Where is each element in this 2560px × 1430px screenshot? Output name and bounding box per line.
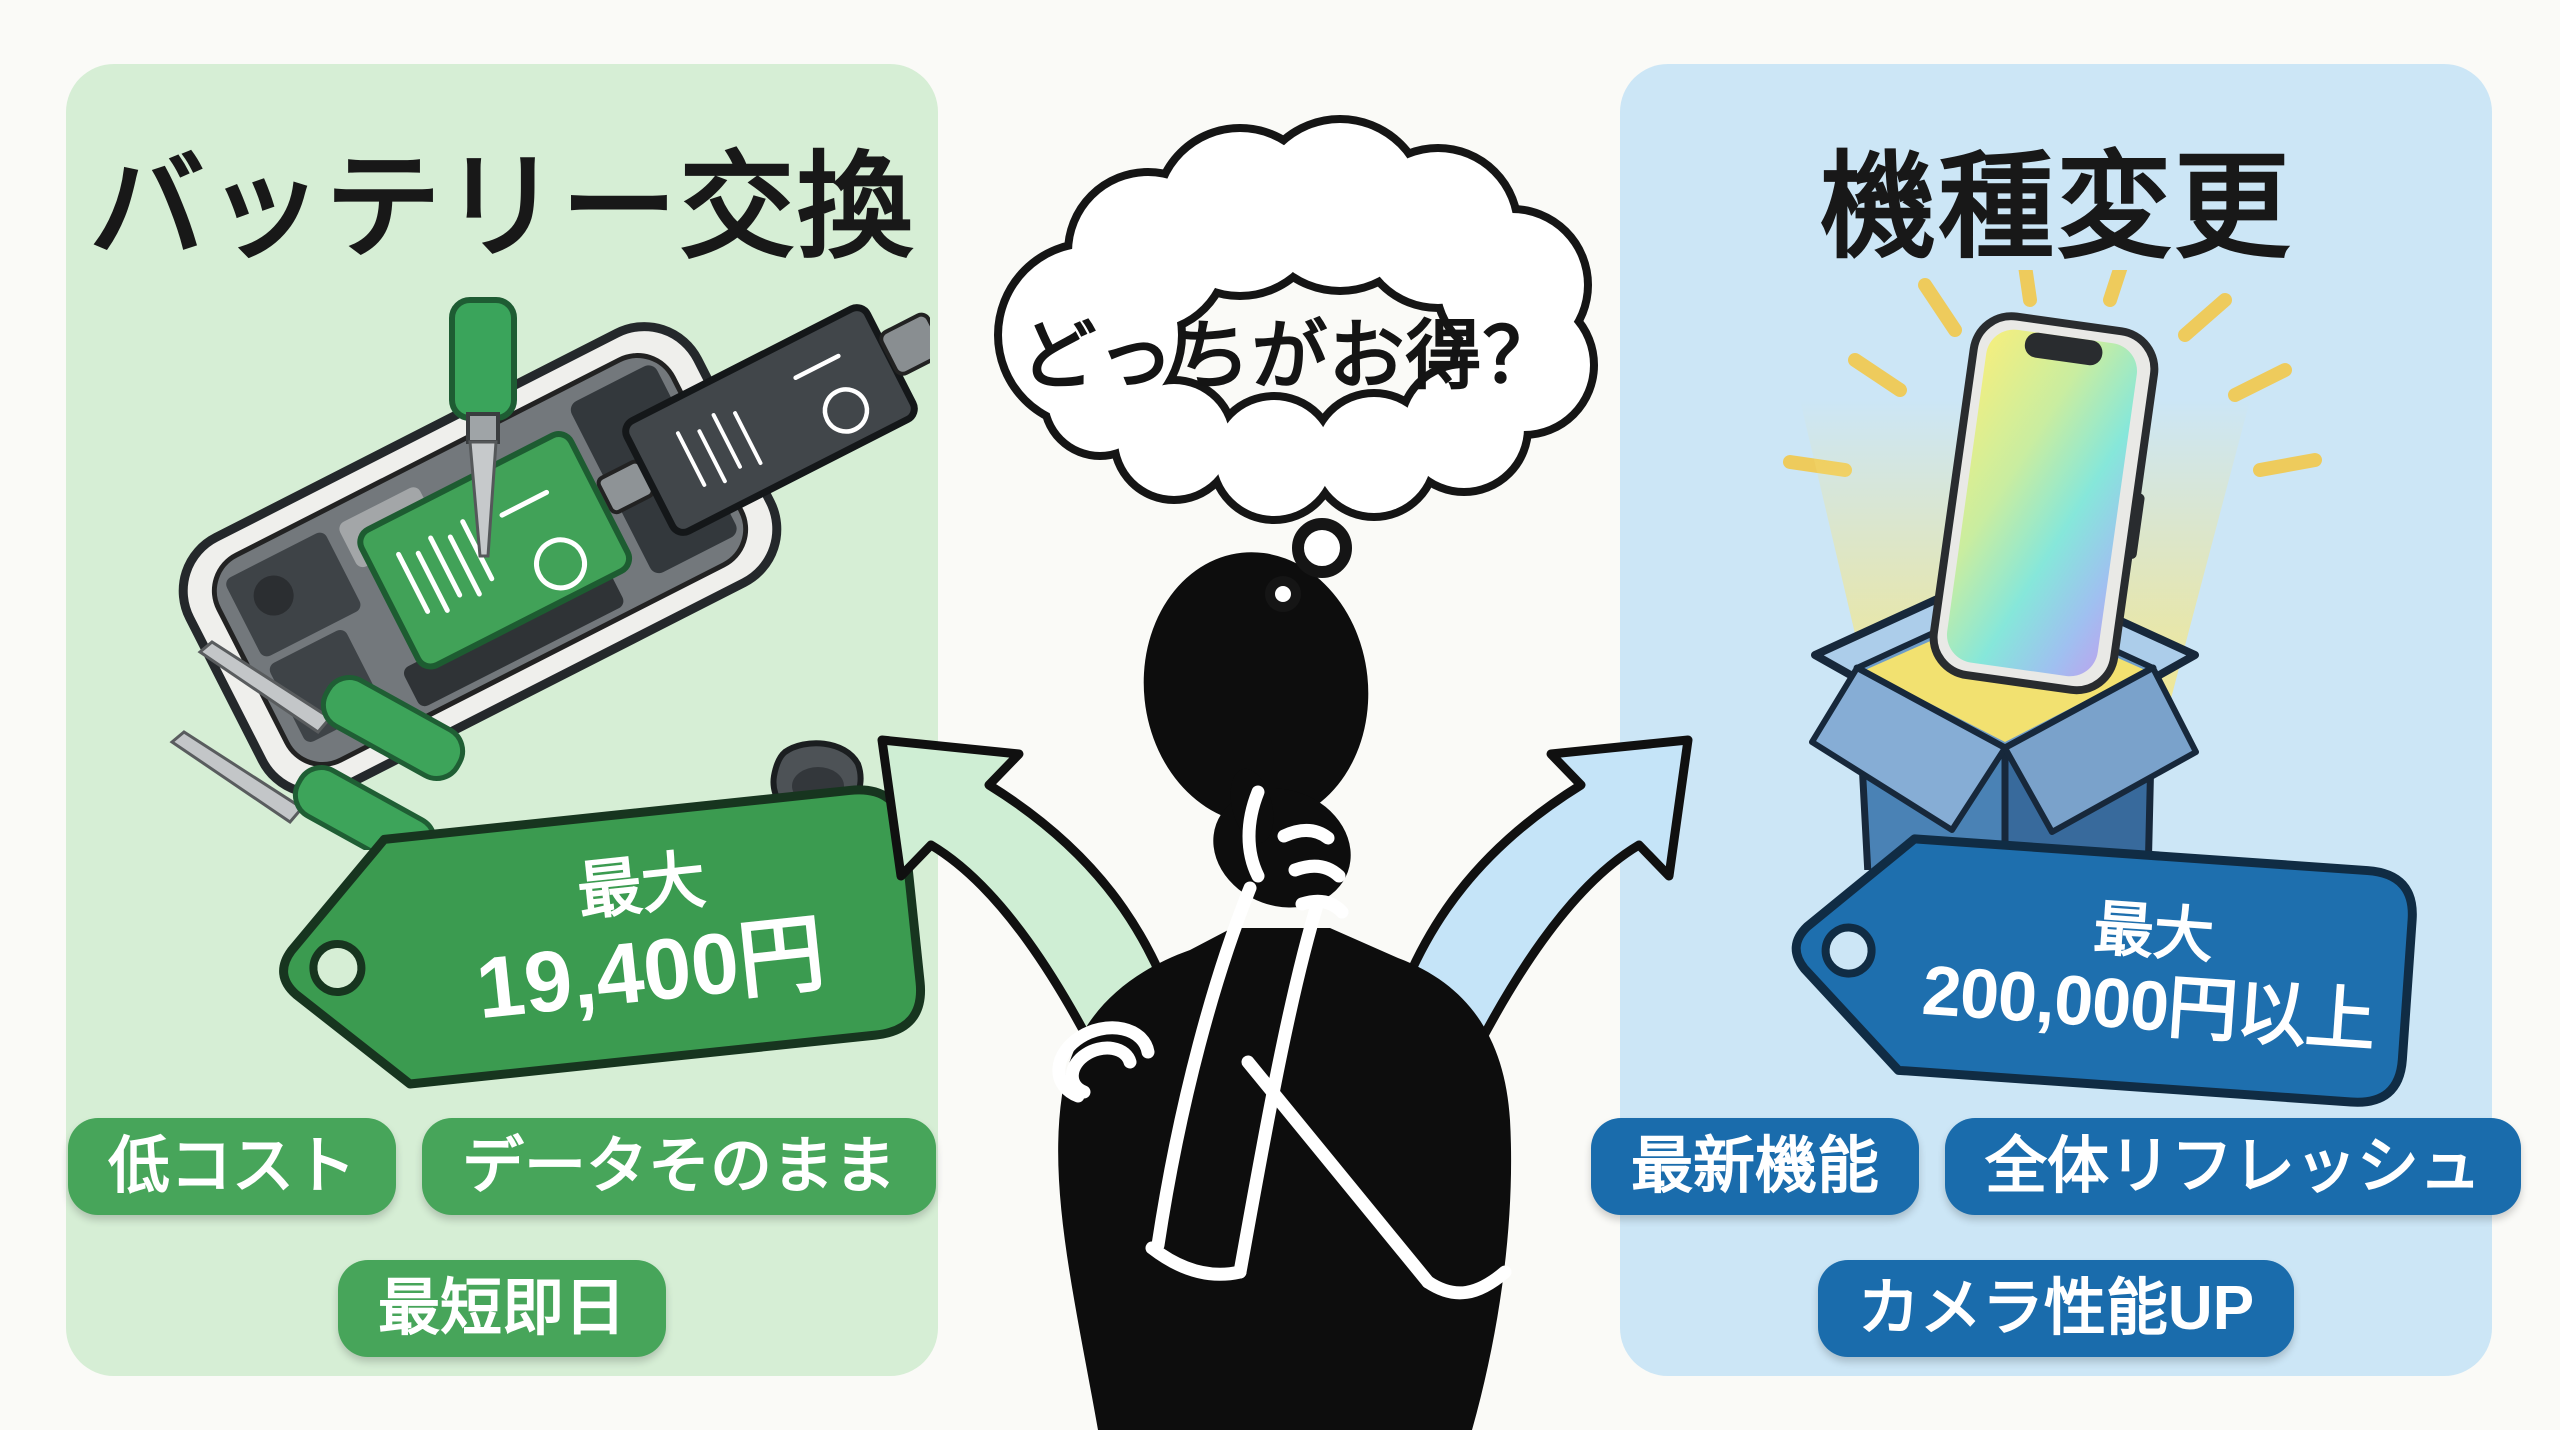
battery-benefits-row-2: 最短即日: [66, 1260, 938, 1358]
sparkle-rays: [1783, 270, 2322, 477]
benefit-badge-camera-up: カメラ性能UP: [1817, 1260, 2295, 1358]
bubble-trail-small: [1265, 576, 1301, 612]
battery-tag-max-label: 最大: [574, 842, 709, 928]
model-tag-max-label: 最大: [2091, 894, 2216, 971]
battery-price-tag: 最大 19,400円: [252, 774, 936, 1108]
arm-linework: [1052, 785, 1512, 1300]
new-green-battery: [357, 431, 655, 670]
benefit-badge-low-cost: 低コスト: [67, 1118, 396, 1216]
thought-bubble-text: どっちがお得？: [1020, 314, 1560, 399]
box-front: [1809, 664, 2199, 870]
battery-tag-amount: 19,400円: [471, 905, 830, 1038]
old-battery: [622, 304, 930, 536]
model-benefits-row-2: カメラ性能UP: [1620, 1260, 2492, 1358]
benefit-badge-keep-data: データそのまま: [422, 1118, 937, 1216]
model-change-panel-title: 機種変更: [1820, 142, 2292, 272]
bubble-trail-large: [1292, 518, 1352, 578]
model-change-price-tag: 最大 200,000円以上: [1770, 820, 2426, 1116]
center-scene: [877, 115, 1693, 1430]
new-smartphone: [1929, 312, 2159, 695]
battery-benefits-row-1: 低コスト データそのまま: [66, 1118, 938, 1216]
battery-panel-title: バッテリー交換: [89, 142, 915, 272]
thought-bubble: [994, 115, 1598, 612]
model-tag-amount: 200,000円以上: [1919, 951, 2378, 1061]
screwdriver-icon: [449, 297, 517, 558]
tag-shape: [279, 785, 926, 1089]
benefit-badge-latest-features: 最新機能: [1590, 1118, 1919, 1216]
benefit-badge-same-day: 最短即日: [337, 1260, 666, 1358]
tag-hole: [1821, 923, 1876, 978]
thinking-person-silhouette: [1052, 552, 1512, 1430]
tag-hole: [309, 939, 366, 996]
tag-shape: [1791, 834, 2417, 1107]
model-benefits-row-1: 最新機能 全体リフレッシュ: [1590, 1118, 2522, 1216]
new-phone-illustration: [1783, 270, 2322, 870]
battery-repair-illustration: [169, 297, 930, 850]
benefit-badge-full-refresh: 全体リフレッシュ: [1945, 1118, 2522, 1216]
